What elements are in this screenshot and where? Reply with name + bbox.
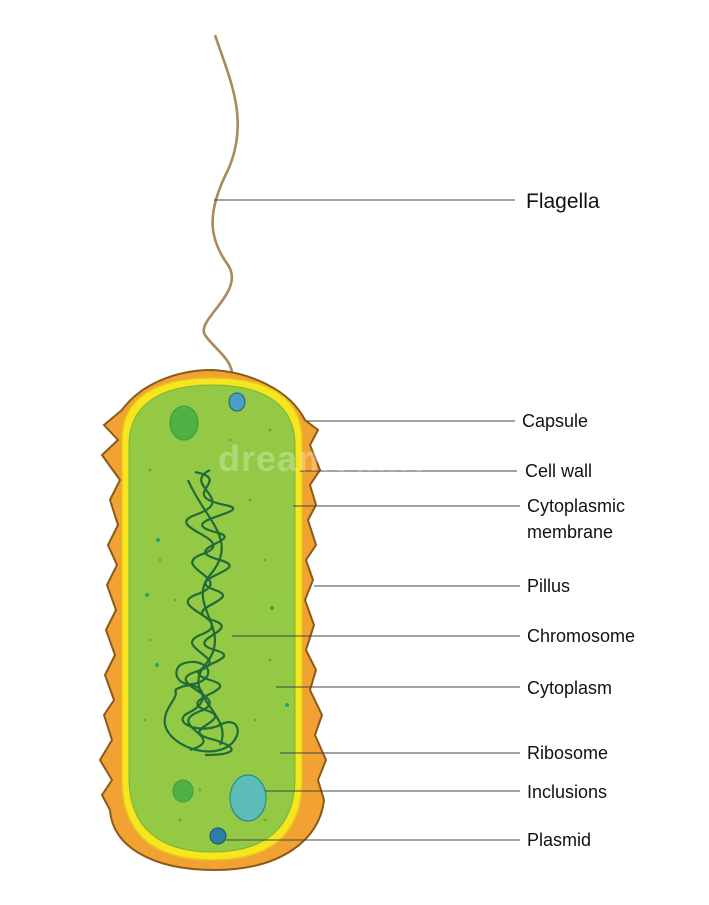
label-ribosome: Ribosome bbox=[527, 743, 609, 763]
ribosome-dots bbox=[143, 428, 272, 822]
label-cytoplasm: Cytoplasm bbox=[527, 678, 613, 698]
label-pillus: Pillus bbox=[527, 576, 571, 596]
top-plasmid bbox=[228, 392, 246, 412]
label-cell-wall: Cell wall bbox=[525, 461, 593, 481]
label-plasmid: Plasmid bbox=[527, 830, 592, 850]
watermark: dreamstime bbox=[218, 438, 431, 479]
top-granule bbox=[169, 405, 199, 441]
label-chromosome: Chromosome bbox=[527, 626, 636, 646]
label-cytoplasmic-line2: membrane bbox=[527, 522, 614, 542]
label-cytoplasmic-line1: Cytoplasmic bbox=[527, 496, 626, 516]
inclusion-body bbox=[229, 774, 267, 822]
plasmid-body bbox=[209, 827, 227, 845]
teal-granules bbox=[145, 538, 289, 707]
label-flagella: Flagella bbox=[526, 190, 600, 213]
flagellum bbox=[202, 34, 240, 381]
leader-lines bbox=[214, 199, 520, 841]
chromosome bbox=[163, 469, 239, 757]
label-capsule: Capsule bbox=[522, 411, 589, 431]
lower-granule bbox=[172, 779, 194, 803]
label-inclusions: Inclusions bbox=[527, 782, 608, 802]
